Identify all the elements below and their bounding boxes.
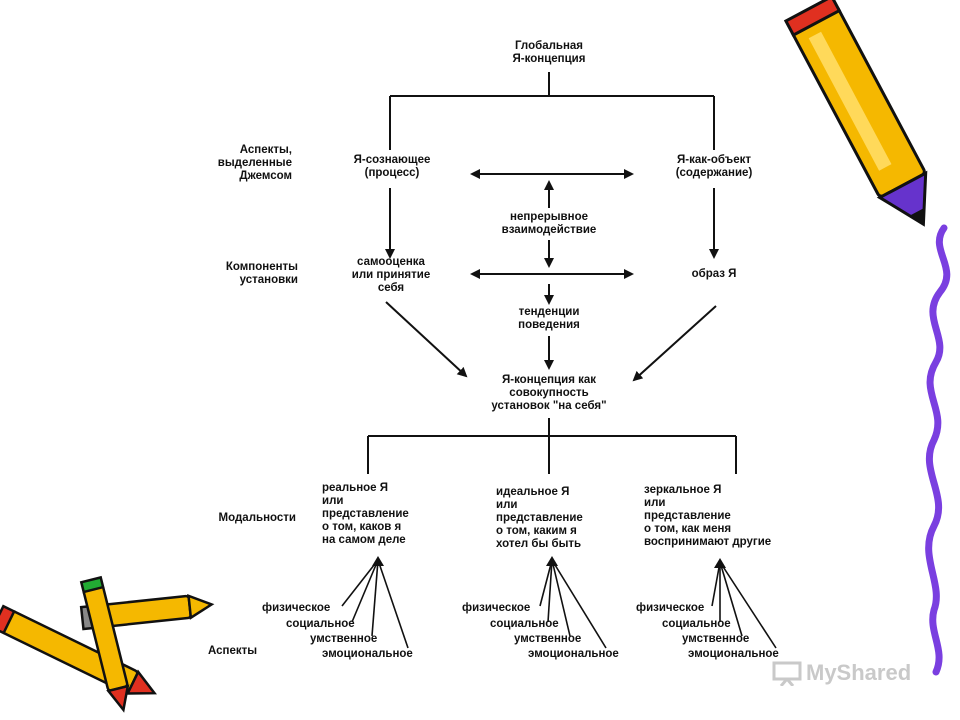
watermark: MyShared <box>772 660 911 686</box>
node-interaction: непрерывное взаимодействие <box>501 211 597 236</box>
aspect-social-2: социальное <box>490 618 559 630</box>
fan-real <box>341 559 409 649</box>
node-modality-mirror: зеркальное Я или представление о том, ка… <box>644 484 772 548</box>
aspect-emotional-1: эмоциональное <box>322 648 413 660</box>
pencil-top-right-icon <box>783 0 928 227</box>
aspect-mental-2: умственное <box>514 633 582 645</box>
aspect-social-1: социальное <box>286 618 355 630</box>
root-node: Глобальная Я-концепция <box>512 40 586 65</box>
aspect-emotional-3: эмоциональное <box>688 648 779 660</box>
presentation-board-icon <box>772 661 802 686</box>
node-self-image: образ Я <box>691 268 737 280</box>
aspect-physical-3: физическое <box>636 602 705 614</box>
aspect-mental-1: умственное <box>310 633 378 645</box>
label-modalities: Модальности <box>218 512 296 524</box>
watermark-text: MyShared <box>806 660 912 685</box>
aspect-emotional-2: эмоциональное <box>528 648 619 660</box>
arrow-image-to-concept <box>632 305 717 382</box>
label-aspects: Аспекты <box>208 645 258 657</box>
fan-mirror <box>711 561 777 649</box>
aspect-social-3: социальное <box>662 618 731 630</box>
wavy-line <box>925 224 951 676</box>
pencil-bottom-left-3-icon <box>79 575 130 713</box>
fan-head-ideal <box>546 556 558 566</box>
node-modality-real: реальное Я или представление о том, како… <box>322 482 409 546</box>
node-modality-ideal: идеальное Я или представление о том, как… <box>496 486 583 550</box>
aspect-mental-3: умственное <box>682 633 750 645</box>
fan-head-real <box>372 556 384 566</box>
arrow-esteem-to-concept <box>385 301 468 378</box>
aspect-physical-2: физическое <box>462 602 531 614</box>
node-self-knowing: Я-сознающее (процесс) <box>353 154 431 179</box>
node-behavior: тенденции поведения <box>518 306 580 331</box>
label-components: Компоненты установки <box>225 261 298 286</box>
node-self-esteem: самооценка или принятие себя <box>351 256 431 294</box>
node-self-object: Я-как-объект (содержание) <box>675 154 753 179</box>
fan-ideal <box>539 559 607 649</box>
node-concept-total: Я-концепция как совокупность установок "… <box>491 374 607 412</box>
label-aspects-james: Аспекты, выделенные Джемсом <box>217 144 292 182</box>
fan-head-mirror <box>714 558 726 568</box>
aspect-physical-1: физическое <box>262 602 331 614</box>
